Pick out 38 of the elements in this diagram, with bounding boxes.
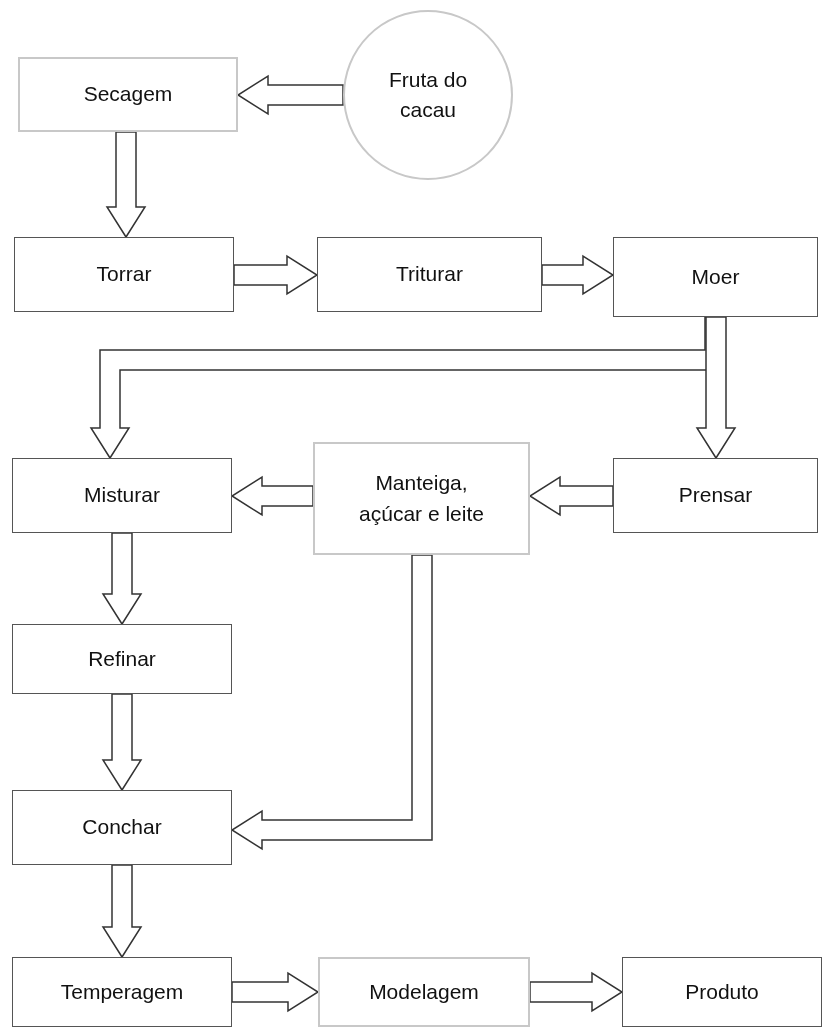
node-label: Manteiga, açúcar e leite [358, 470, 485, 527]
node-label: Produto [685, 978, 759, 1005]
block-arrow [541, 254, 615, 296]
node-label: Moer [691, 263, 740, 290]
process-box [12, 624, 232, 694]
process-box [14, 237, 234, 312]
node-label: Temperagem [60, 978, 184, 1005]
block-arrow [231, 971, 320, 1013]
node-label: Prensar [678, 482, 753, 509]
node-label: Conchar [82, 814, 162, 841]
block-arrow [233, 254, 319, 296]
process-box [318, 957, 530, 1027]
block-arrow [101, 864, 143, 959]
node-label: Misturar [84, 482, 160, 509]
process-box [12, 957, 232, 1027]
process-box [12, 790, 232, 865]
process-box [12, 458, 232, 533]
block-arrow [236, 74, 344, 116]
block-arrow [528, 475, 614, 517]
process-box [313, 442, 530, 555]
block-arrow [529, 971, 624, 1013]
process-box [622, 957, 822, 1027]
process-box [613, 237, 818, 317]
block-arrow [230, 554, 433, 851]
block-arrow [695, 316, 737, 460]
node-label: Triturar [396, 261, 463, 288]
node-label: Torrar [96, 261, 152, 288]
node-label: Secagem [83, 81, 173, 108]
node-label: Modelagem [369, 978, 479, 1005]
process-box [613, 458, 818, 533]
block-arrow [230, 475, 314, 517]
process-box [18, 57, 238, 132]
block-arrow [101, 532, 143, 626]
block-arrow [105, 131, 147, 239]
process-box [317, 237, 542, 312]
node-label: Fruta do cacau [388, 66, 468, 123]
node-label: Refinar [88, 645, 156, 672]
block-arrow [101, 693, 143, 792]
